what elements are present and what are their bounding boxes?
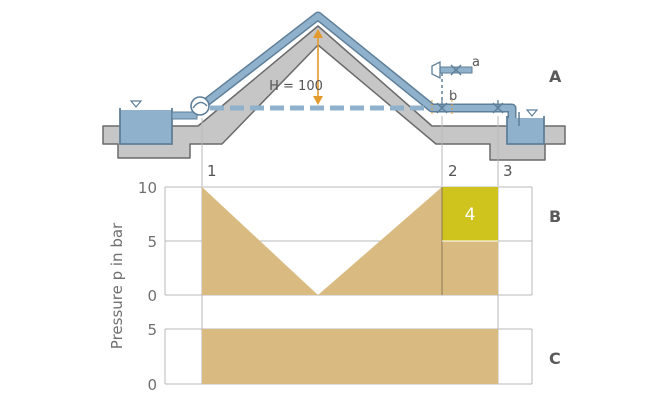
left-water-level-icon [129, 100, 143, 108]
pressure-chart-c: 05 [147, 295, 533, 394]
height-arrow-bottom-head [313, 96, 323, 105]
pump-impeller-icon [192, 101, 208, 109]
height-label: H = 100 [269, 79, 323, 94]
nozzle-icon [431, 60, 441, 80]
chart-b-box-label: 4 [465, 205, 476, 225]
pressure-chart-b: 4 0 5 10 [138, 179, 533, 305]
section-label-a: A [549, 67, 562, 86]
chart-c-area [202, 329, 498, 384]
chart-c-tick-0: 0 [147, 376, 157, 394]
section-a-pipeline: H = 100 a b [102, 11, 566, 161]
chart-b-area [202, 187, 498, 295]
valve-a-label: a [472, 55, 480, 70]
right-reservoir-water [507, 118, 544, 144]
point-label-1: 1 [207, 162, 217, 180]
section-label-c: C [549, 349, 561, 368]
hill-pipe-inner [202, 13, 515, 118]
chart-b-ticks: 0 5 10 [138, 179, 498, 305]
left-reservoir-wall [119, 108, 173, 145]
y-axis-label: Pressure p in bar [108, 222, 126, 349]
pump-icon [190, 96, 210, 116]
point-label-3: 3 [503, 162, 513, 180]
chart-b-tick-10: 10 [138, 179, 157, 197]
chart-c-ticks: 05 [147, 321, 157, 394]
section-label-b: B [549, 207, 561, 226]
chart-b-box-4 [442, 187, 498, 241]
left-reservoir-water [120, 110, 172, 144]
right-water-level-icon [525, 109, 539, 117]
chart-b-tick-0: 0 [147, 287, 157, 305]
chart-c-tick-5: 5 [147, 321, 157, 339]
ground-terrain [102, 25, 566, 161]
height-arrow-top-head [313, 29, 323, 38]
point-label-2: 2 [448, 162, 458, 180]
valve-a-icon [450, 64, 462, 76]
inlet-pipe [171, 111, 198, 120]
guide-lines [201, 116, 499, 186]
right-reservoir-wall [506, 116, 545, 145]
valve-b-label: b [449, 89, 457, 104]
chart-b-tick-5: 5 [147, 233, 157, 251]
